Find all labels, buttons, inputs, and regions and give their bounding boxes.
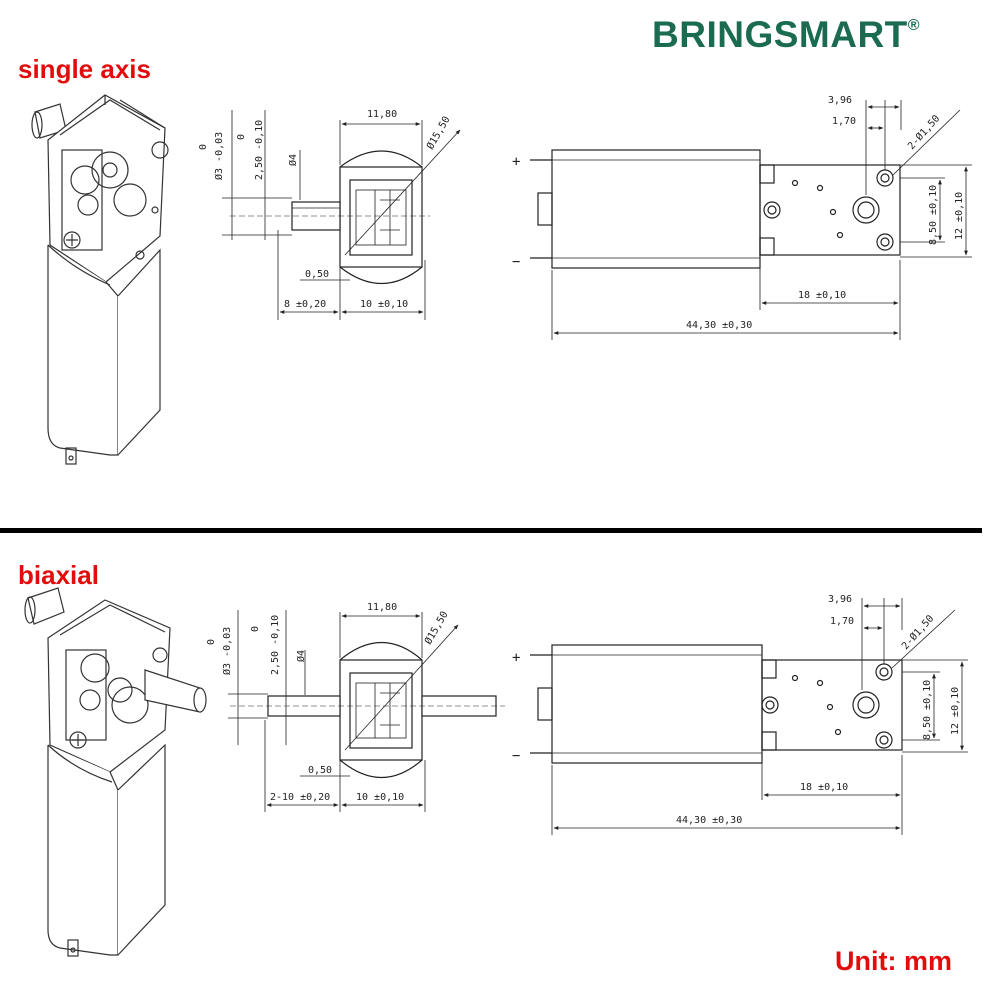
brand-name: BRINGSMART	[652, 14, 908, 55]
dim-offset-0-50-b: 0,50	[308, 765, 332, 776]
terminal-minus: −	[512, 254, 520, 270]
dim-3-96: 3,96	[828, 95, 852, 106]
section-divider	[0, 528, 982, 533]
dim-8-50: 8,50 ±0,10	[928, 185, 939, 245]
dim-18-b: 18 ±0,10	[800, 782, 848, 793]
section-title-biaxial: biaxial	[18, 560, 99, 590]
dim-shaft-dia3-b: Ø3 -0,03	[221, 627, 233, 675]
dim-hub-len: 10 ±0,10	[360, 299, 408, 310]
dim-dia-4-b: Ø4	[295, 650, 307, 662]
dim-offset-0-50: 0,50	[305, 269, 329, 280]
registered-mark: ®	[907, 16, 921, 34]
dim-flat-2-50: 2,50 -0,10	[254, 120, 265, 180]
dims-topview-single	[551, 100, 972, 340]
dim-dia-15-50-b: Ø15,50	[422, 609, 450, 646]
dim-flat-2-50-b: 2,50 -0,10	[270, 615, 281, 675]
dim-shaft-dia3: Ø3 -0,03	[213, 132, 225, 180]
dim-18: 18 ±0,10	[798, 290, 846, 301]
motor-isometric-biaxial	[24, 587, 207, 957]
dim-12: 12 ±0,10	[954, 192, 965, 240]
dims-sideview-single	[222, 110, 426, 320]
dim-dia-15-50: Ø15,50	[424, 114, 452, 151]
dim-shaft-tol-top: 0	[198, 144, 209, 150]
motor-topview-single	[530, 149, 901, 269]
dim-flat-tol-top-b: 0	[250, 626, 261, 632]
unit-note: Unit: mm	[835, 946, 952, 976]
dim-12-b: 12 ±0,10	[950, 687, 961, 735]
terminal-minus-b: −	[512, 748, 520, 764]
motor-sideview-single	[230, 129, 461, 285]
dim-width-11-80: 11,80	[367, 109, 397, 120]
terminal-plus: +	[512, 154, 520, 170]
dims-sideview-biaxial	[228, 610, 426, 812]
section-title-single-axis: single axis	[18, 54, 151, 84]
motor-isometric-single	[31, 94, 169, 465]
dim-1-70-b: 1,70	[830, 616, 854, 627]
dim-3-96-b: 3,96	[828, 594, 852, 605]
dim-shaft-len: 8 ±0,20	[284, 299, 326, 310]
dim-dia-4: Ø4	[287, 154, 299, 166]
brand-logo: BRINGSMART®	[652, 14, 920, 56]
terminal-plus-b: +	[512, 650, 520, 666]
dim-1-70: 1,70	[832, 116, 856, 127]
dim-hub-len-b: 10 ±0,10	[356, 792, 404, 803]
dim-44-30-b: 44,30 ±0,30	[676, 815, 742, 826]
dim-shaft-tol-top-b: 0	[206, 639, 217, 645]
dim-width-11-80-b: 11,80	[367, 602, 397, 613]
dim-shaft-len-b: 2-10 ±0,20	[270, 792, 330, 803]
dims-topview-biaxial	[551, 598, 968, 835]
motor-topview-biaxial	[530, 644, 903, 764]
dim-44-30: 44,30 ±0,30	[686, 320, 752, 331]
dim-flat-tol-top: 0	[236, 134, 247, 140]
dim-8-50-b: 8,50 ±0,10	[922, 680, 933, 740]
